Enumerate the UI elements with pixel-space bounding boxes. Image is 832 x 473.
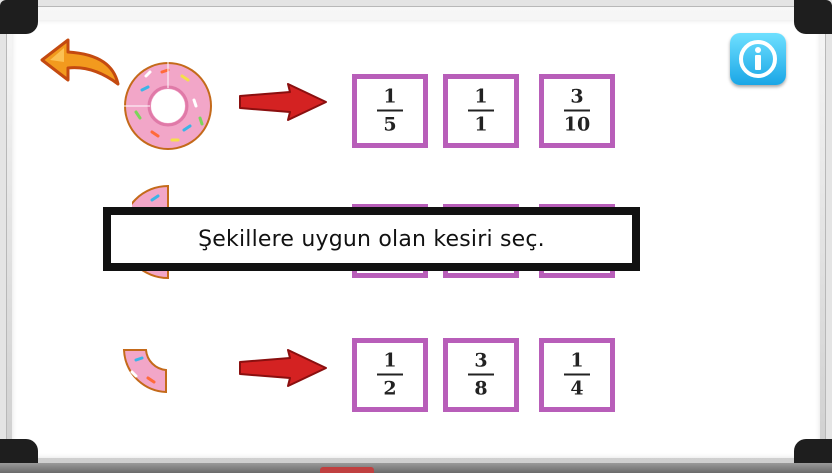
answer-card-1-2[interactable]: 1 1 [443, 74, 519, 148]
instruction-banner: Şekillere uygun olan kesiri seç. [103, 207, 640, 271]
fraction: 1 2 [357, 349, 423, 400]
fraction-numerator: 1 [474, 85, 488, 108]
back-button[interactable] [38, 36, 122, 88]
fraction-numerator: 3 [474, 349, 488, 372]
info-icon [739, 40, 777, 78]
fraction: 1 5 [357, 85, 423, 136]
fraction-denominator: 10 [563, 113, 591, 136]
answer-card-3-2[interactable]: 3 8 [443, 338, 519, 412]
fraction-denominator: 5 [383, 113, 397, 136]
fraction-denominator: 2 [383, 377, 397, 400]
answer-card-3-1[interactable]: 1 2 [352, 338, 428, 412]
donut-piece-image [122, 349, 167, 394]
fraction: 1 1 [448, 85, 514, 136]
fraction-bar [564, 373, 590, 376]
info-button[interactable] [730, 33, 786, 85]
arrow-right-icon [239, 83, 327, 121]
fraction-bar [468, 373, 494, 376]
fraction: 3 10 [544, 85, 610, 136]
tray-marker [320, 467, 374, 473]
frame-corner-top-left [0, 0, 38, 34]
answer-card-1-3[interactable]: 3 10 [539, 74, 615, 148]
donut-whole-image [124, 62, 212, 150]
fraction: 3 8 [448, 349, 514, 400]
answer-card-1-1[interactable]: 1 5 [352, 74, 428, 148]
answer-card-3-3[interactable]: 1 4 [539, 338, 615, 412]
arrow-right-icon [239, 349, 327, 387]
fraction-bar [377, 109, 403, 112]
back-arrow-icon [40, 38, 120, 86]
fraction: 1 4 [544, 349, 610, 400]
fraction-numerator: 3 [570, 85, 584, 108]
fraction-bar [468, 109, 494, 112]
fraction-denominator: 1 [474, 113, 488, 136]
fraction-denominator: 8 [474, 377, 488, 400]
fraction-numerator: 1 [383, 85, 397, 108]
instruction-text: Şekillere uygun olan kesiri seç. [111, 215, 632, 263]
fraction-numerator: 1 [383, 349, 397, 372]
frame-corner-top-right [794, 0, 832, 34]
marker-tray [0, 463, 832, 473]
fraction-bar [564, 109, 590, 112]
fraction-bar [377, 373, 403, 376]
fraction-denominator: 4 [570, 377, 584, 400]
fraction-numerator: 1 [570, 349, 584, 372]
